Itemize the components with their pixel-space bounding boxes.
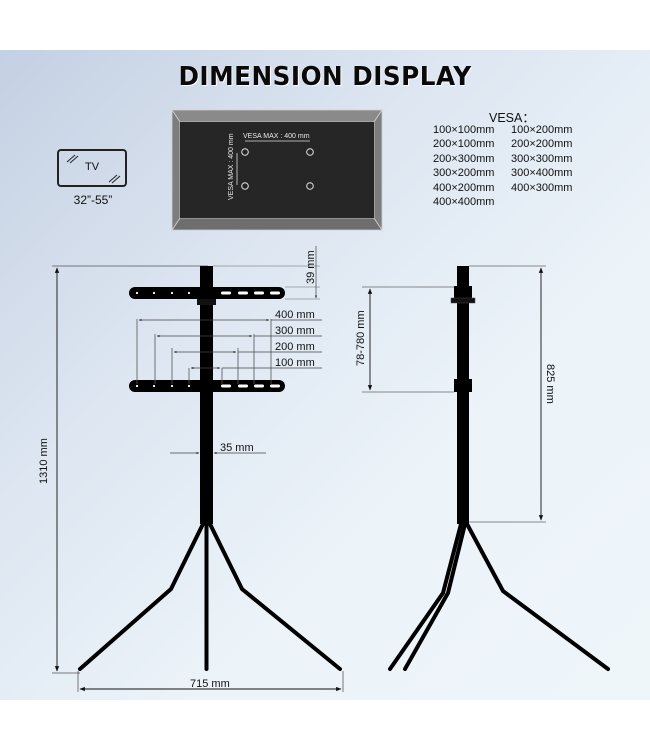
bracket-offset-label: 39 mm [305, 250, 317, 284]
page-title: DIMENSION DISPLAY [178, 62, 472, 92]
spacing-200-label: 200 mm [275, 341, 315, 353]
vesa-pattern: 400×300mm [511, 181, 573, 194]
vesa-pattern: 300×400mm [511, 167, 573, 180]
vesa-pattern: 300×300mm [511, 152, 573, 165]
spacing-300-label: 300 mm [275, 325, 315, 337]
base-width-label: 715 mm [190, 678, 230, 690]
spacing-400-label: 400 mm [275, 309, 315, 321]
vesa-pattern: 300×200mm [433, 167, 495, 180]
vesa-pattern: 100×100mm [433, 124, 495, 136]
glare-lines-icon [66, 154, 121, 184]
front-view-stand: 1310 mm 39 mm [38, 246, 344, 692]
vesa-max-horizontal-label: VESA MAX : 400 mm [243, 133, 310, 140]
tv-label: TV [84, 161, 100, 173]
vesa-pattern: 400×200mm [433, 181, 495, 194]
vesa-pattern: 200×300mm [433, 152, 495, 165]
adjust-range-label: 78-780 mm [355, 310, 367, 366]
vesa-max-vertical-label: VESA MAX : 400 mm [228, 133, 235, 200]
vesa-pattern: 400×400mm [433, 196, 495, 209]
vesa-title: VESA： [489, 111, 535, 125]
vesa-pattern-list: 100×100mm 100×200mm 200×100mm 200×200mm … [433, 123, 593, 209]
tv-icon: TV [57, 149, 127, 187]
vesa-pattern: 100×200mm [511, 124, 573, 136]
spacing-100-label: 100 mm [275, 357, 315, 369]
monitor-back: VESA MAX : 400 mm VESA MAX : 400 mm [171, 108, 383, 232]
pole-length-label: 825 mm [544, 364, 556, 404]
tv-size-range: 32”-55” [73, 193, 113, 207]
pole-width-label: 35 mm [220, 442, 254, 454]
side-view-stand: 78-780 mm 825 mm [355, 265, 610, 671]
vesa-pattern: 200×200mm [511, 138, 573, 151]
total-height-label: 1310 mm [38, 438, 50, 484]
vesa-pattern: 200×100mm [433, 138, 495, 151]
